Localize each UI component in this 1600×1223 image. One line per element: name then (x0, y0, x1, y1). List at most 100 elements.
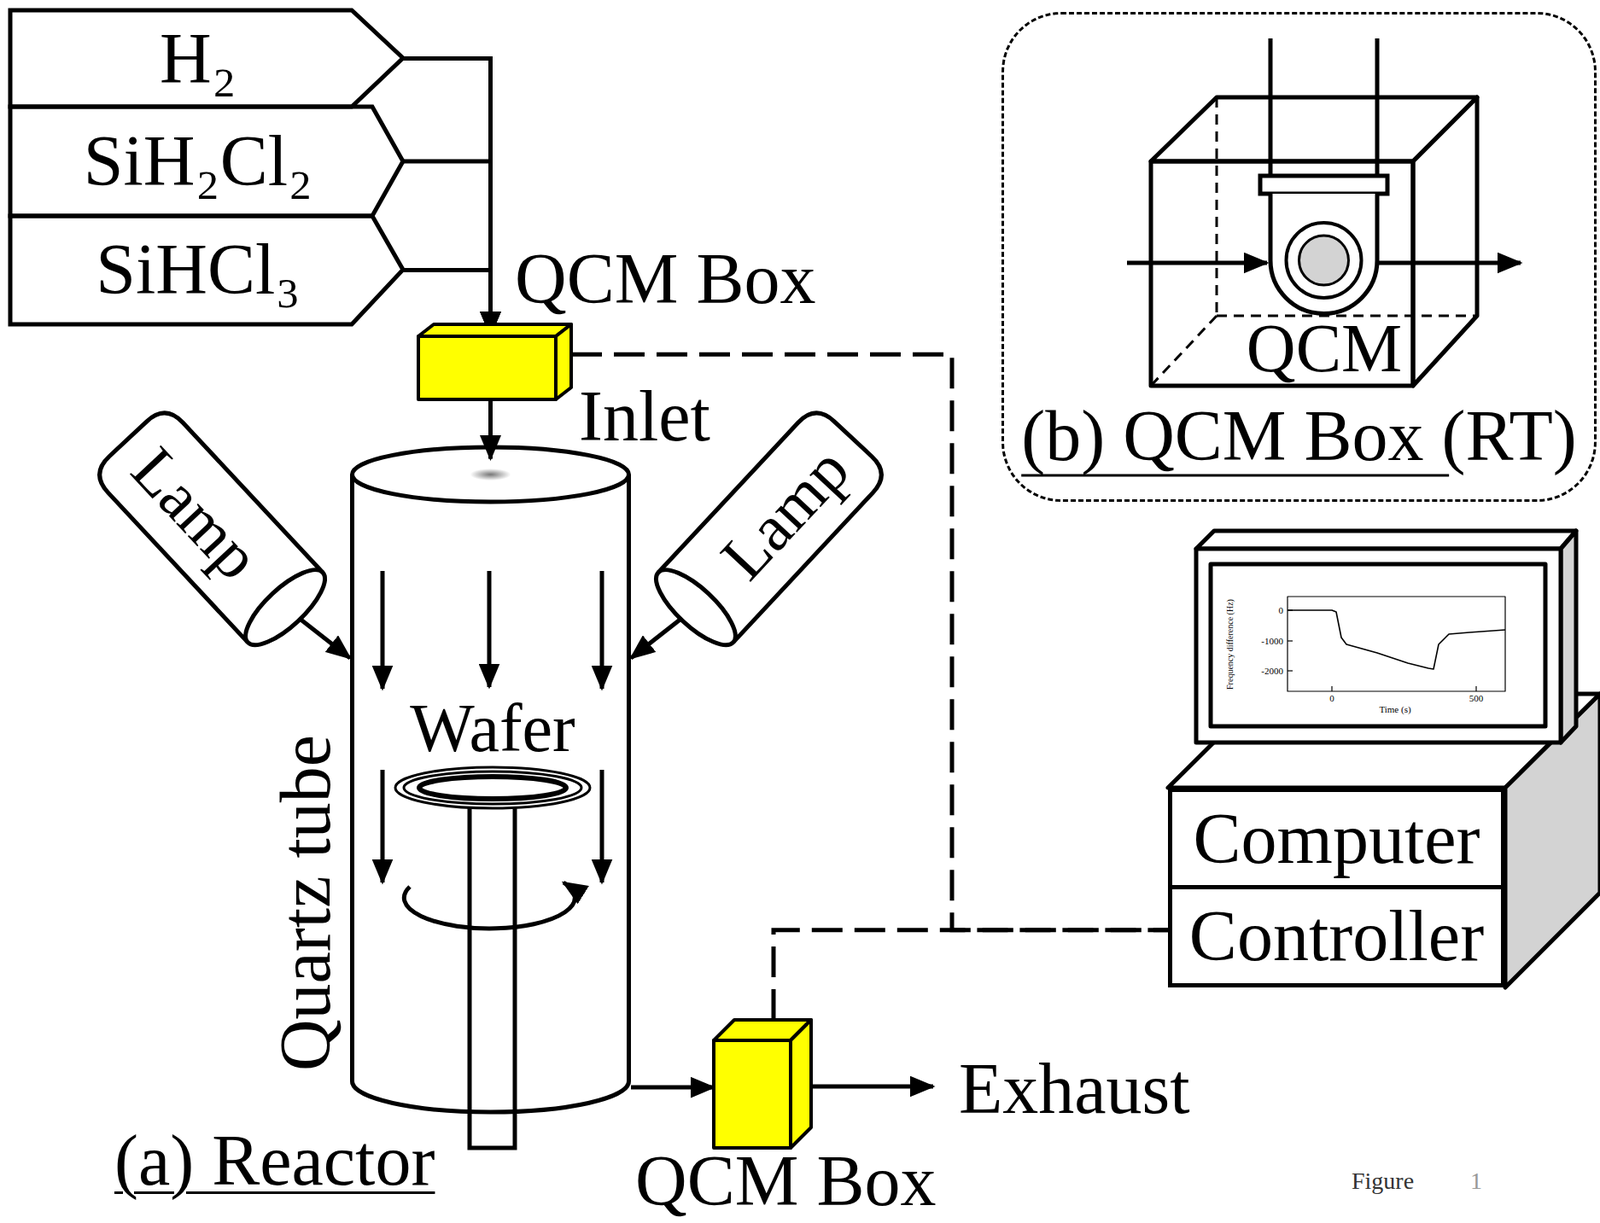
quartz-tube: Quartz tube (350, 445, 631, 1113)
frequency-curve (1287, 610, 1506, 670)
gas-flow-arrow (402, 161, 491, 335)
drawing-part (1216, 315, 1478, 318)
drawing-part (713, 1040, 791, 1149)
lamp: Lamp (70, 386, 344, 660)
figure-number: 1 (1470, 1169, 1483, 1194)
axis-tick: -1000 (1261, 636, 1284, 647)
drawing-part (418, 324, 572, 337)
axis-tick: -2000 (1261, 666, 1284, 677)
gas-source: SiHCl₃ (10, 216, 403, 325)
drawing-part (352, 447, 630, 1113)
drawing-part (1375, 38, 1380, 176)
drawing-part (1287, 610, 1477, 692)
drawing-part (352, 447, 630, 503)
node-text: QCM Box (635, 1145, 936, 1218)
drawing-part (1260, 175, 1388, 194)
node-outline (713, 1020, 812, 1149)
gas-flow-arrow (402, 58, 491, 336)
monitor (1196, 531, 1577, 743)
drawing-part (1287, 670, 1293, 672)
qcm-box: QCM Box (418, 324, 572, 400)
gas-source: H₂ (10, 10, 403, 107)
drawing-part (1299, 235, 1349, 286)
drawing-part (626, 474, 631, 1082)
drawing-part (1413, 97, 1478, 386)
gas-flow-arrow (488, 399, 493, 460)
node-text: (b) QCM Box (RT) (1021, 400, 1577, 473)
inset-panel: (b) QCM Box (RT) QCM (1001, 11, 1597, 503)
drawing-part (1210, 564, 1546, 727)
drawing-part (1331, 686, 1332, 692)
drawing-part (90, 403, 336, 656)
node-outline (350, 445, 631, 1113)
drawing-part (1268, 38, 1273, 176)
rotation-arrow (403, 882, 575, 929)
gas-out-arrow (1378, 261, 1521, 266)
node-text: Controller (1189, 900, 1484, 973)
node-text: QCM Box (514, 243, 816, 316)
drawing-part (380, 571, 386, 690)
qcm-box: QCM Box (713, 1020, 812, 1149)
drawing-part (10, 10, 403, 107)
drawing-part (1560, 531, 1577, 743)
port-label: Inlet (578, 380, 711, 453)
drawing-part (418, 324, 572, 400)
drawing-part (1150, 97, 1478, 386)
drawing-part (1150, 161, 1414, 386)
axis-tick: 0 (1278, 606, 1285, 616)
drawing-part (1287, 640, 1293, 642)
drawing-part (1270, 193, 1378, 315)
drawing-part (1286, 222, 1362, 298)
figure-number: Figure (1351, 1169, 1414, 1194)
drawing-part (470, 468, 512, 481)
node-text: H₂ (159, 23, 237, 95)
drawing-part (234, 559, 336, 657)
gas-in-arrow (1127, 261, 1268, 266)
gas-flow-arrow (630, 1086, 714, 1091)
port-label: Exhaust (958, 1053, 1191, 1126)
qcm-housing-cube: QCM (1150, 97, 1478, 386)
computer-box: Computer (1167, 788, 1506, 890)
axis-tick: 500 (1469, 694, 1484, 704)
axis-tick: 0 (1329, 694, 1335, 704)
drawing-part (1196, 548, 1561, 743)
axis-title: Frequency difference (Hz) (1226, 599, 1235, 690)
drawing-part (555, 324, 572, 400)
drawing-part (600, 571, 605, 690)
signal-wire (773, 930, 1168, 1021)
wafer-shaft (469, 800, 515, 1149)
node-text: Quartz tube (269, 735, 342, 1072)
drawing-part (395, 767, 590, 809)
drawing-part (713, 1020, 812, 1149)
gas-source: SiH₂Cl₂ (10, 106, 403, 217)
drawing-part (645, 559, 747, 657)
drawing-part (1150, 97, 1478, 162)
drawing-part (350, 474, 355, 1082)
drawing-part (487, 571, 492, 688)
part-label: Wafer (409, 694, 575, 763)
drawing-part (1287, 596, 1506, 692)
node-outline (418, 324, 572, 400)
node-text: QCM (1244, 319, 1404, 378)
node-text: Computer (1193, 803, 1481, 876)
drawing-part (1196, 531, 1577, 549)
drawing-part (10, 216, 403, 325)
axis-title: Time (s) (1378, 705, 1411, 715)
drawing-part (1215, 97, 1219, 316)
exhaust-arrow (811, 1085, 934, 1090)
controller-box: Controller (1167, 885, 1506, 988)
wafer-disc (395, 767, 590, 809)
drawing-part (790, 1020, 812, 1149)
drawing-part (10, 106, 403, 217)
drawing-part (1150, 315, 1217, 386)
drawing-part (1475, 686, 1477, 692)
panel-caption: (a) Reactor (114, 1125, 435, 1198)
drawing-part (1150, 38, 1478, 386)
drawing-part (418, 336, 556, 400)
node-text: SiH₂Cl₂ (83, 125, 314, 198)
drawing-part (352, 1081, 630, 1113)
node-text: SiHCl₃ (95, 233, 300, 306)
drawing-part (403, 771, 582, 805)
drawing-part (419, 776, 567, 800)
